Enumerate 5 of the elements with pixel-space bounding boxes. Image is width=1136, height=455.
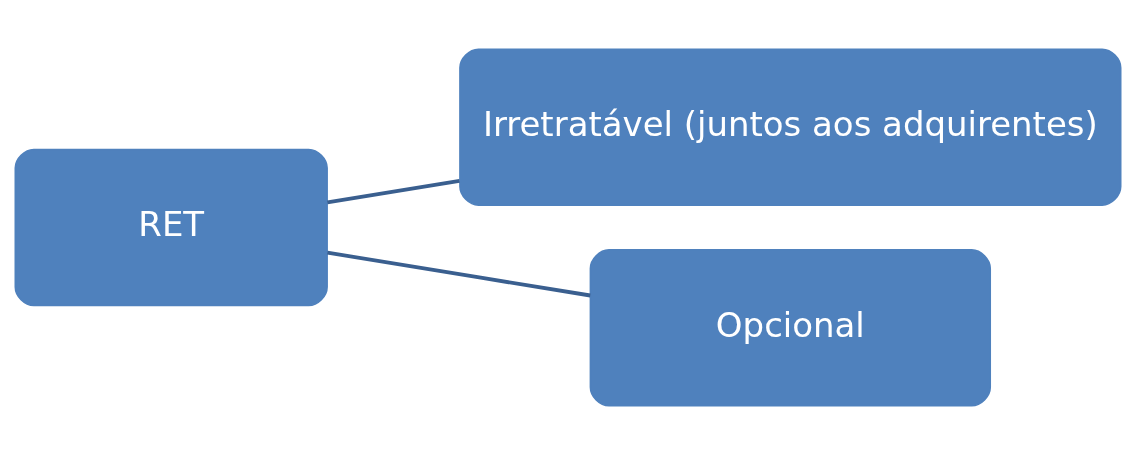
node-box: RET (14, 148, 328, 307)
connector (327, 250, 591, 298)
node-box: Opcional (589, 249, 992, 407)
connector (327, 178, 460, 205)
node-box: Irretratável (juntos aos adquirentes) (459, 48, 1122, 206)
